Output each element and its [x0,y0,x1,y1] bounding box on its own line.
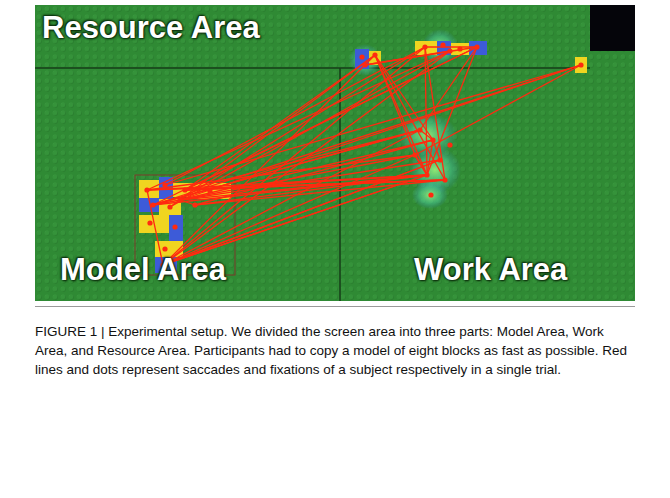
fixation-dot [177,197,182,202]
saccade-lines [144,42,583,267]
fixation-dot [578,62,583,67]
saccade [425,47,427,175]
divider-line [35,67,590,69]
fixation-dot [372,52,377,57]
fixation-dot [162,246,167,251]
fixation-dot [430,137,435,142]
area-label: Resource Area [42,10,260,46]
fixation-dot [182,187,187,192]
fixation-dot [147,220,152,225]
fixation-dot [440,42,445,47]
saccade [153,130,420,205]
fixation-dot [442,177,447,182]
fixation-dot [150,202,155,207]
fixation-dot [412,152,417,157]
fixation-dot [428,192,433,197]
fixation-dot [362,62,367,67]
saccade [163,55,375,265]
saccade [180,155,415,200]
fixation-dot [474,44,479,49]
saccade [165,65,581,185]
fixation-dot [447,142,452,147]
saccade [415,155,427,175]
fixation-dot [144,187,149,192]
fixation-dot [457,46,462,51]
saccade [153,130,420,205]
area-label: Work Area [414,252,567,288]
fixation-dot [422,44,427,49]
saccade [427,47,477,175]
fixation-dot [172,224,177,229]
fixation-dot [447,48,452,53]
fixation-dot [424,172,429,177]
saccade [375,55,415,155]
saccade [163,47,425,265]
saccade [415,65,581,155]
saccade [425,46,477,47]
fixation-dot [192,202,197,207]
black-corner [590,5,635,51]
figure-caption: FIGURE 1 | Experimental setup. We divide… [35,322,635,379]
saccade [147,51,450,190]
saccade [163,175,427,265]
caption-rule [35,306,635,307]
saccade [415,155,427,175]
fixation-dot [359,54,364,59]
baseplate [35,5,635,301]
fixation-dot [437,157,442,162]
saccade [180,65,581,200]
saccade [415,155,427,175]
saccade [153,65,581,205]
saccade [420,47,477,130]
fixation-dot [417,127,422,132]
fixation-dot [162,182,167,187]
saccade [147,155,415,190]
saccade [153,47,477,205]
saccade [165,47,425,185]
fixation-dot [207,188,212,193]
fixation-dot [167,204,172,209]
area-label: Model Area [60,252,226,288]
